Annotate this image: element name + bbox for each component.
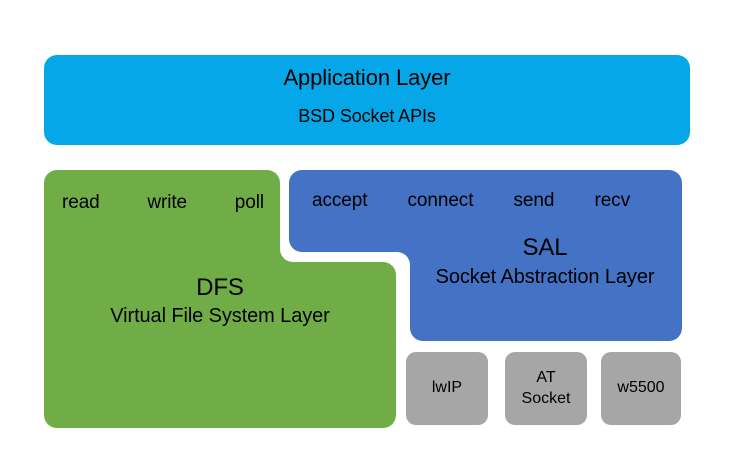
dfs-api-poll: poll: [234, 192, 264, 213]
driver-label-at-socket-line-1: Socket: [521, 389, 571, 407]
driver-box-at-socket: [505, 352, 587, 425]
driver-label-lwip-line-0: lwIP: [431, 379, 463, 397]
dfs-api-row: read write poll: [52, 192, 274, 213]
sal-api-connect: connect: [407, 190, 474, 211]
application-layer-subtitle: BSD Socket APIs: [298, 106, 436, 126]
application-layer-title: Application Layer: [283, 65, 451, 90]
application-layer-box: [44, 55, 690, 145]
sal-title: SAL: [522, 234, 568, 261]
dfs-subtitle: Virtual File System Layer: [110, 305, 330, 327]
driver-label-lwip: lwIP: [406, 352, 488, 425]
driver-label-w5500-line-0: w5500: [617, 379, 665, 397]
sal-api-send: send: [513, 190, 555, 211]
driver-label-at-socket: AT Socket: [505, 352, 587, 425]
driver-label-w5500: w5500: [601, 352, 681, 425]
dfs-api-write: write: [147, 192, 188, 213]
sal-api-recv: recv: [594, 190, 630, 211]
driver-box-w5500: [601, 352, 681, 425]
sal-api-row: accept connect send recv: [312, 190, 630, 211]
driver-label-at-socket-line-0: AT: [536, 368, 556, 386]
dfs-api-read: read: [62, 192, 100, 213]
dfs-title: DFS: [196, 274, 244, 301]
sal-api-accept: accept: [312, 190, 368, 211]
sal-subtitle: Socket Abstraction Layer: [435, 266, 655, 288]
driver-box-lwip: [406, 352, 488, 425]
